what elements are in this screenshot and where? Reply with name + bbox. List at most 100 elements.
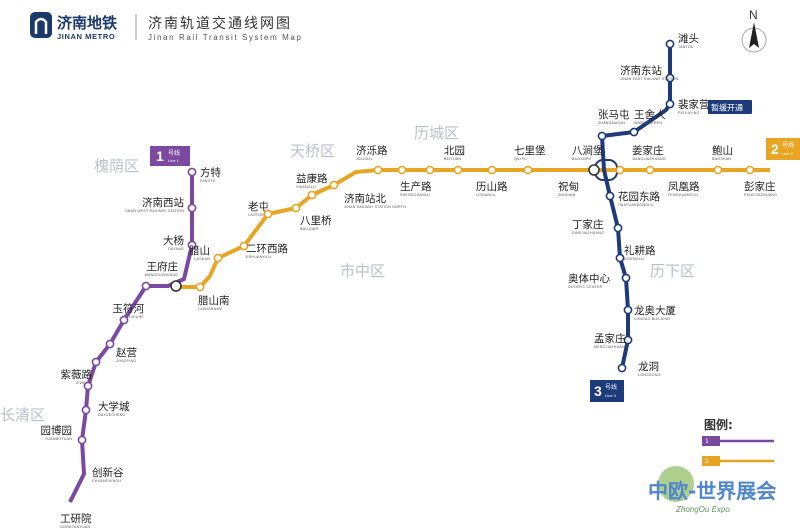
legend-title: 图例: — [704, 417, 733, 432]
line1-badge-en: Line 1 — [168, 158, 180, 163]
station-marker — [187, 240, 197, 250]
station-name-en: DINGJIAZHUANG — [572, 231, 604, 235]
station-name: 奥体中心 — [568, 272, 610, 285]
station-name-en: FANGTE — [200, 179, 216, 183]
station-name-en: TANTOU — [678, 45, 694, 49]
district-labels: 槐荫区天桥区历城区市中区历下区长清区 — [0, 124, 695, 424]
station-name: 济南东站 — [620, 64, 662, 77]
station-name: 凤凰路 — [668, 180, 700, 193]
watermark-text: 中欧-世界展会 — [648, 479, 776, 503]
station-name: 生产路 — [400, 180, 432, 193]
line2-badge-label: 号线 — [782, 141, 794, 149]
station-name-en: LONGDONG — [638, 373, 661, 377]
legend-line2-swatch — [702, 456, 720, 466]
district-huaiyin: 槐荫区 — [94, 157, 139, 175]
station-name: 祝甸 — [558, 180, 579, 193]
station-name-en: LAOTUN — [248, 213, 264, 217]
line1-badge-label: 号线 — [168, 149, 180, 157]
station-name: 大学城 — [98, 400, 130, 413]
line3-badge-en: Line 3 — [605, 393, 617, 398]
logo-name-en: JINAN METRO — [57, 32, 115, 41]
station-name-en: BAOSHAN — [712, 157, 731, 161]
station-name-en: LIGENGLU — [624, 257, 644, 261]
station-name: 北园 — [444, 145, 465, 157]
station-name: 腊山南 — [198, 294, 230, 307]
station-marker — [187, 167, 197, 177]
district-tianqiao: 天桥区 — [290, 142, 335, 160]
station-name-en: JIANGJIAZHUANG — [632, 157, 666, 161]
station-name-en: PEIJIAYING — [678, 111, 700, 115]
station-marker — [645, 165, 655, 175]
station-name: 玉符河 — [113, 302, 145, 315]
station-marker — [141, 281, 151, 291]
station-name-en: OLYMPIC CENTER — [568, 285, 603, 289]
station-name: 老屯 — [248, 200, 269, 213]
station-name-en: PENGJIAZHUANG — [744, 193, 777, 197]
station-marker — [81, 405, 91, 415]
station-name-en: ZHAOYING — [116, 359, 136, 363]
station-marker — [665, 73, 675, 83]
line3-badge-label: 号线 — [605, 383, 617, 391]
station-marker — [615, 253, 625, 263]
station-marker — [195, 282, 205, 292]
station-marker — [119, 315, 129, 325]
station-marker — [629, 127, 639, 137]
station-name-en: YIKANGLU — [296, 185, 316, 189]
station-name-en: JINAN WEST RAILWAY STATION — [125, 209, 185, 213]
metro-logo-icon — [30, 12, 52, 38]
station-name: 王舍人 — [634, 108, 666, 121]
legend-line1-swatch — [702, 436, 720, 446]
station-marker — [187, 203, 197, 213]
map-subtitle: Jinan Rail Transit System Map — [148, 33, 302, 42]
station-marker — [523, 165, 533, 175]
station-name: 历山路 — [476, 180, 508, 193]
station-marker — [615, 165, 625, 175]
station-name-en: YUANBOYUAN — [45, 437, 72, 441]
station-marker — [239, 241, 249, 251]
compass-arrow-icon — [749, 22, 759, 48]
station-name: 孟家庄 — [594, 332, 626, 345]
district-lixia: 历下区 — [650, 262, 695, 280]
station-name: 济南西站 — [142, 196, 184, 209]
station-name-en: ERHUANXILU — [246, 255, 271, 259]
watermark: 中欧-世界展会 ZhongOu Expo — [648, 466, 776, 514]
station-marker — [291, 203, 301, 213]
station-name-en: FENGHUANGLU — [668, 193, 698, 197]
station-marker — [453, 165, 463, 175]
station-marker — [623, 335, 633, 345]
station-name: 姜家庄 — [632, 144, 664, 157]
district-changqing: 长清区 — [0, 406, 45, 424]
station-name-en: BAJIANPU — [572, 157, 591, 161]
station-marker — [77, 435, 87, 445]
station-name: 花园东路 — [618, 190, 660, 203]
station-name: 八涧堡 — [572, 144, 604, 157]
station-marker — [83, 381, 93, 391]
station-name-en: JINAN EAST RAILWAY STATION — [620, 77, 679, 81]
station-marker — [213, 253, 223, 263]
station-name: 张马屯 — [598, 108, 630, 121]
station-marker — [613, 223, 623, 233]
station-name-en: LASHAN — [194, 257, 210, 261]
station-name: 济南站北 — [344, 192, 386, 205]
station-name: 七里堡 — [514, 144, 546, 157]
station-marker — [713, 165, 723, 175]
